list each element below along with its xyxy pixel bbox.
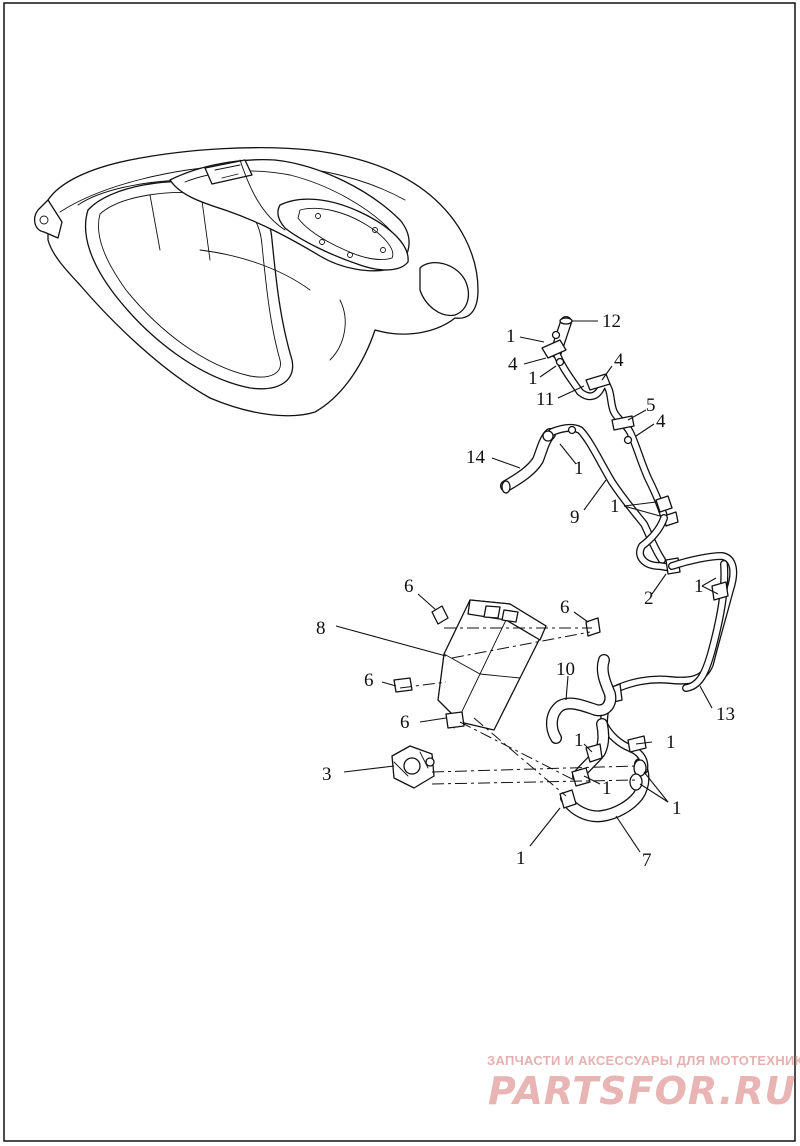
- assembly-dash-lines: [399, 627, 637, 797]
- callout-9: 9: [570, 507, 580, 528]
- hose-14: [500, 428, 556, 494]
- callout-10: 10: [556, 659, 575, 680]
- callout-1: 1: [602, 778, 612, 799]
- callout-4: 4: [656, 411, 666, 432]
- callout-4: 4: [508, 354, 518, 375]
- callout-2: 2: [644, 588, 654, 609]
- pad-6-set: [393, 605, 601, 729]
- pad-6-right: [585, 617, 601, 637]
- fuel-tank: [33, 147, 479, 417]
- hose-10: [545, 654, 617, 744]
- callout-1: 1: [666, 732, 676, 753]
- callout-14: 14: [466, 447, 486, 468]
- leader-lines: [335, 320, 719, 853]
- pad-6-bottom: [445, 711, 465, 729]
- callout-13: 13: [716, 704, 735, 725]
- callout-1: 1: [672, 798, 682, 819]
- callout-6: 6: [404, 576, 414, 597]
- callout-1: 1: [610, 496, 620, 517]
- callout-1: 1: [574, 458, 584, 479]
- callout-1: 1: [506, 326, 516, 347]
- callout-7: 7: [642, 850, 652, 871]
- callout-1: 1: [516, 848, 526, 869]
- callout-6: 6: [400, 712, 410, 733]
- hose-7: [559, 718, 650, 823]
- callout-6: 6: [364, 670, 374, 691]
- callout-1: 1: [694, 576, 704, 597]
- line-13: [600, 552, 738, 728]
- canister-8: [437, 599, 547, 731]
- watermark-tagline: ЗАПЧАСТИ И АКСЕССУАРЫ ДЛЯ МОТОТЕХНИКИ: [487, 1053, 800, 1068]
- callout-3: 3: [322, 764, 332, 785]
- callout-4: 4: [614, 350, 624, 371]
- pad-6-top: [431, 605, 449, 625]
- callout-1: 1: [574, 730, 584, 751]
- callout-5: 5: [646, 395, 656, 416]
- callout-1: 1: [528, 368, 538, 389]
- valve-3: [391, 745, 435, 789]
- page-border: [3, 2, 796, 1142]
- watermark-logo: PARTSFOR.RU: [488, 1069, 796, 1113]
- callout-8: 8: [316, 618, 326, 639]
- pad-6-left: [393, 677, 413, 693]
- line-9: [542, 423, 666, 564]
- vent-tube-11: [552, 348, 668, 520]
- callout-labels: 12 1 4 1 4 11 5 4 14 1 9 1 2 1 6 6 8 6 1…: [316, 311, 735, 871]
- watermark: ЗАПЧАСТИ И АКСЕССУАРЫ ДЛЯ МОТОТЕХНИКИ PA…: [487, 1053, 800, 1113]
- callout-12: 12: [602, 311, 621, 332]
- callout-11: 11: [536, 389, 554, 410]
- callout-6: 6: [560, 597, 570, 618]
